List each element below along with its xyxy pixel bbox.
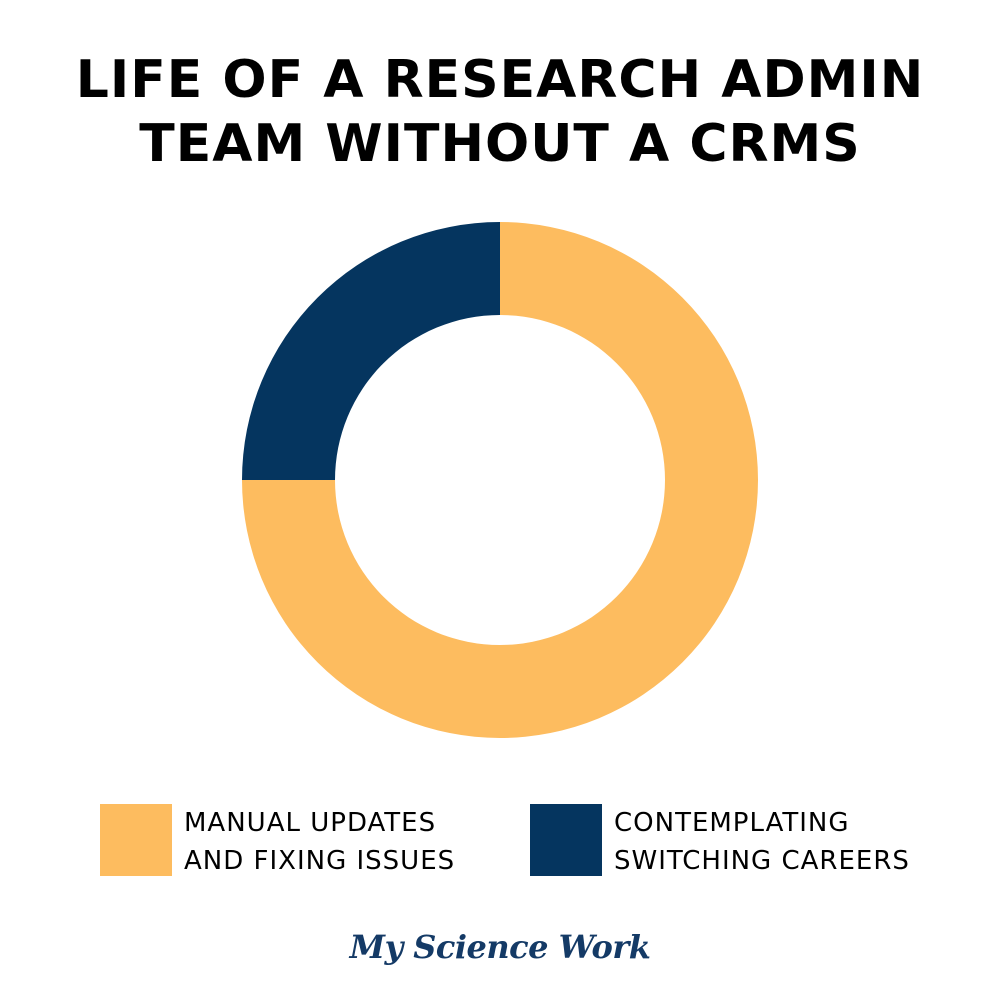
legend-label-line-2: AND FIXING ISSUES xyxy=(184,846,456,876)
chart-title-line-2: TEAM WITHOUT A CRMS xyxy=(139,114,861,174)
legend-label-manual-updates: MANUAL UPDATES AND FIXING ISSUES xyxy=(184,804,455,880)
legend-label-contemplating-switching: CONTEMPLATING SWITCHING CAREERS xyxy=(614,804,910,880)
legend-swatch-contemplating-switching xyxy=(530,804,602,876)
legend-label-line-1: CONTEMPLATING xyxy=(614,808,850,838)
chart-title: LIFE OF A RESEARCH ADMIN TEAM WITHOUT A … xyxy=(0,48,1000,176)
donut-chart xyxy=(242,222,758,738)
donut-slice-contemplating-switching-careers xyxy=(242,222,500,480)
legend-swatch-manual-updates xyxy=(100,804,172,876)
legend-label-line-2: SWITCHING CAREERS xyxy=(614,846,910,876)
legend-label-line-1: MANUAL UPDATES xyxy=(184,808,437,838)
donut-slice-manual-updates-and-fixing-issues xyxy=(242,222,758,738)
chart-title-line-1: LIFE OF A RESEARCH ADMIN xyxy=(75,50,925,110)
brand-logo: My Science Work xyxy=(349,928,651,966)
